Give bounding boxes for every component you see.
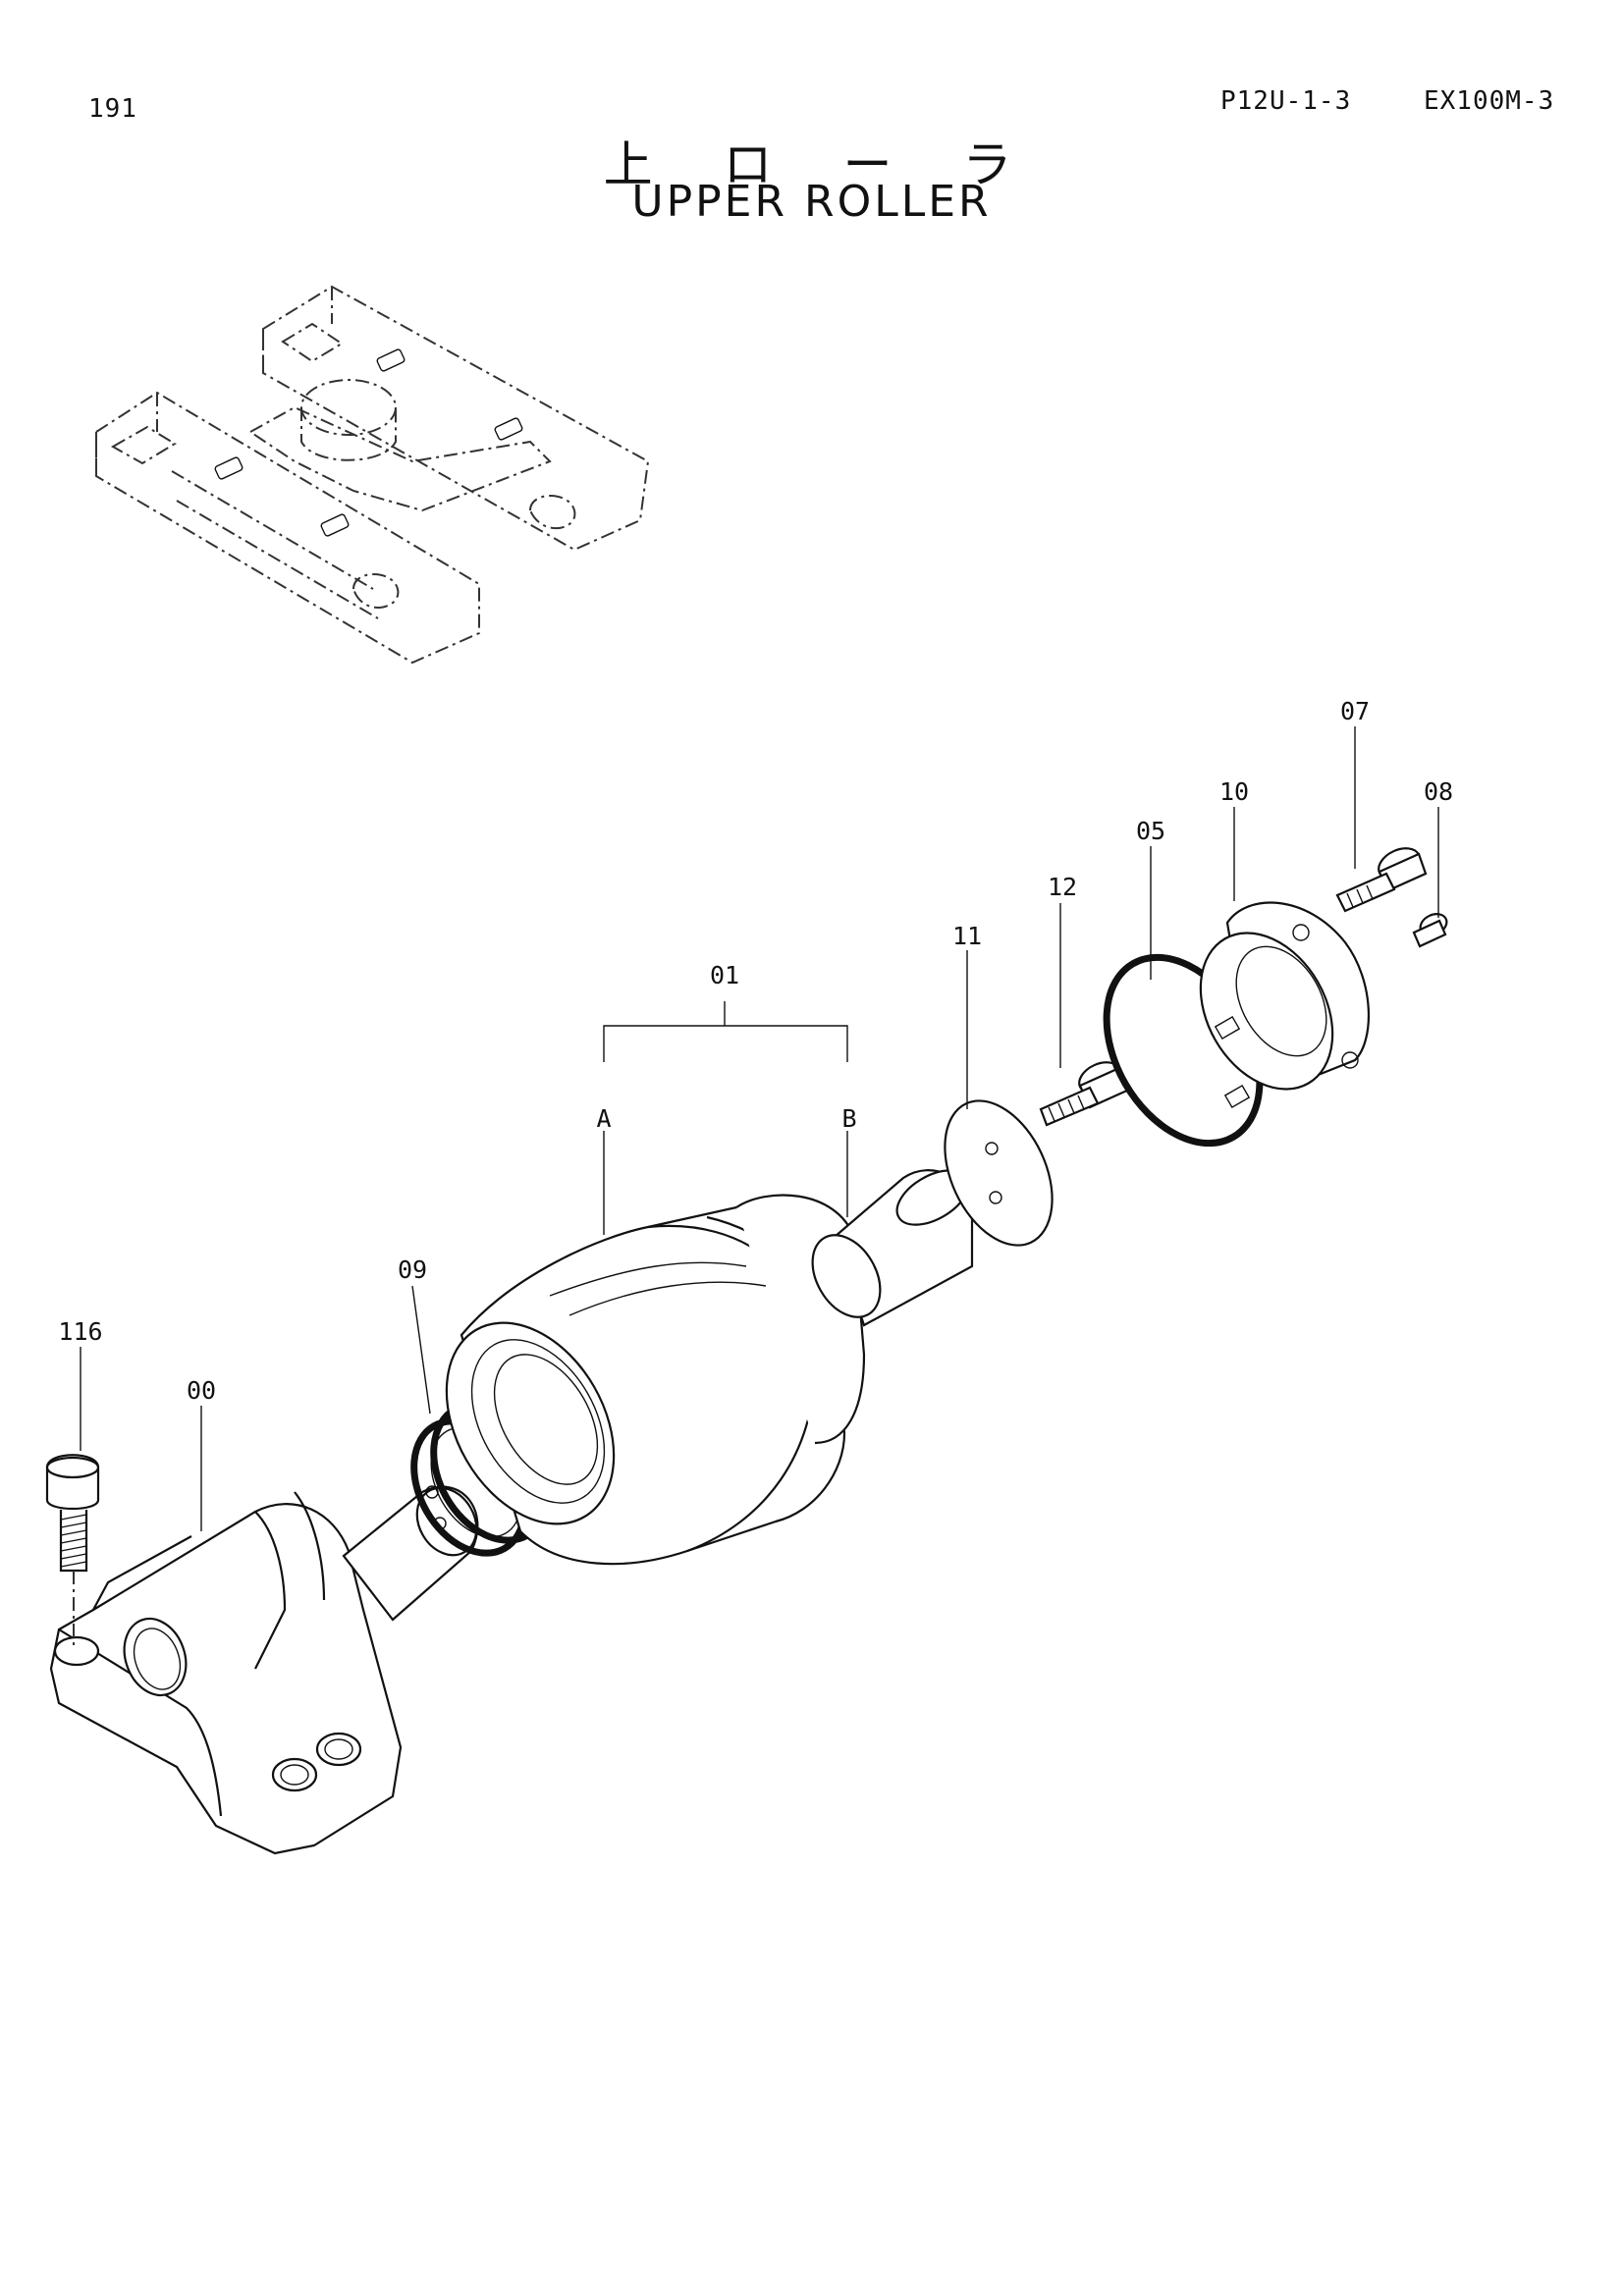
catalog-code: P12U-1-3 <box>1220 86 1352 116</box>
undercarriage-overview-icon <box>95 285 650 665</box>
leader-lines <box>80 726 1439 1531</box>
plug-icon <box>1412 913 1448 948</box>
page-number: 191 <box>88 94 137 124</box>
callout-00: 00 <box>187 1376 216 1405</box>
bushing-icon <box>811 1169 974 1327</box>
callout-B: B <box>841 1104 856 1133</box>
title-english: UPPER ROLLER <box>631 177 992 227</box>
callout-116: 116 <box>58 1317 102 1346</box>
callout-10: 10 <box>1219 777 1249 806</box>
title-japanese: 上 ロ ー ラ <box>603 136 1040 193</box>
thrust-plate-icon <box>944 1099 1054 1247</box>
shaft-icon <box>342 1485 479 1622</box>
bracket-bolt-icon <box>45 1454 100 1647</box>
callout-11: 11 <box>952 922 982 950</box>
model-code: EX100M-3 <box>1424 86 1555 116</box>
callout-08: 08 <box>1424 777 1453 806</box>
callout-05: 05 <box>1136 817 1165 845</box>
plug-bolt-icon <box>1039 1061 1131 1127</box>
roller-bracket-icon <box>49 1491 403 1855</box>
callout-01: 01 <box>710 961 739 989</box>
roller-body-icon <box>445 1194 866 1566</box>
callout-12: 12 <box>1048 873 1077 901</box>
end-cover-icon <box>1199 901 1370 1109</box>
callout-09: 09 <box>398 1255 427 1284</box>
cover-bolt-icon <box>1335 847 1428 913</box>
callout-07: 07 <box>1340 697 1370 725</box>
callout-A: A <box>596 1104 611 1133</box>
